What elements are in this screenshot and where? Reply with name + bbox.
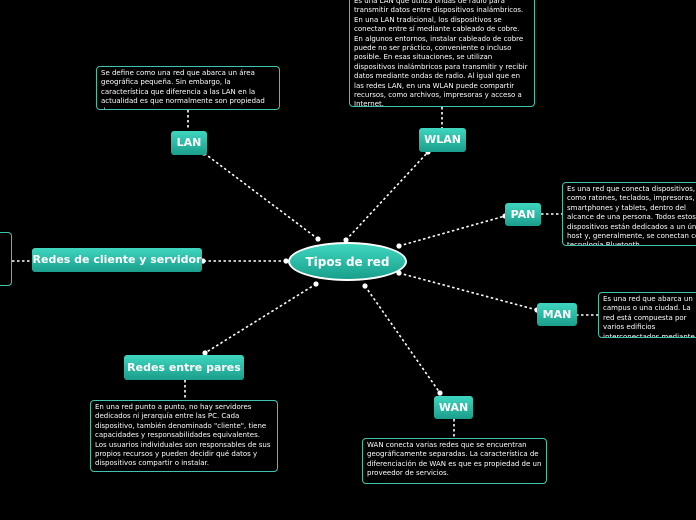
- joint-dot: [283, 258, 289, 264]
- note-lan: Se define como una red que abarca un áre…: [96, 66, 280, 110]
- joint-dot: [202, 350, 208, 356]
- note-pan: Es una red que conecta dispositivos, com…: [562, 182, 696, 246]
- note-client-server: [0, 232, 12, 286]
- node-wlan[interactable]: WLAN: [419, 128, 466, 152]
- note-wlan: Es una LAN que utiliza ondas de radio pa…: [349, 0, 535, 107]
- node-man[interactable]: MAN: [537, 303, 577, 326]
- node-peers[interactable]: Redes entre pares: [124, 355, 244, 380]
- joint-dot: [396, 243, 402, 249]
- note-wan: WAN conecta varias redes que se encuentr…: [362, 438, 547, 484]
- node-pan[interactable]: PAN: [505, 203, 541, 226]
- link-peers: [204, 283, 317, 354]
- note-peers: En una red punto a punto, no hay servido…: [90, 400, 278, 472]
- joint-dot: [362, 283, 368, 289]
- central-topic[interactable]: Tipos de red: [288, 242, 407, 281]
- node-client-server[interactable]: Redes de cliente y servidor: [32, 248, 202, 272]
- joint-dot: [313, 281, 319, 287]
- link-man: [398, 272, 538, 311]
- joint-dot: [315, 236, 321, 242]
- link-lan: [203, 152, 319, 240]
- link-wlan: [345, 151, 429, 241]
- link-pan: [398, 215, 506, 247]
- node-lan[interactable]: LAN: [171, 131, 207, 155]
- note-man: Es una red que abarca un campus o una ci…: [598, 292, 696, 338]
- joint-dot: [437, 390, 443, 396]
- link-wan: [364, 285, 441, 394]
- node-wan[interactable]: WAN: [434, 396, 473, 419]
